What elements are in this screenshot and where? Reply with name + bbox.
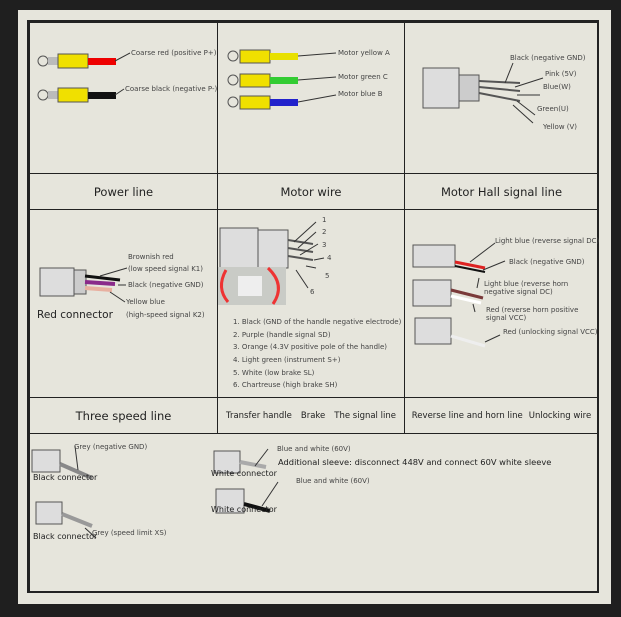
motor-wire-label: Motor wire — [217, 173, 405, 210]
wire-number-3: 3 — [322, 241, 327, 249]
motor-yellow-label: Motor yellow A — [338, 49, 390, 57]
wire-number-1: 1 — [322, 216, 327, 224]
reverse-black-label: Black (negative GND) — [509, 258, 585, 266]
hall-green-label: Green(U) — [537, 105, 569, 113]
wire-number-2: 2 — [322, 228, 327, 236]
motor-wire-diagram: Motor yellow A Motor green C Motor blue … — [217, 22, 405, 174]
horn-positive-label: Red (reverse horn positive signal VCC) — [486, 306, 579, 323]
handle-labels: Transfer handle Brake The signal line — [217, 397, 405, 434]
three-black-label: Black (negative GND) — [128, 281, 204, 289]
grey-gnd-label: Grey (negative GND) — [74, 443, 148, 451]
yellow-blue-label: Yellow blue — [126, 298, 165, 306]
high-speed-label: (high-speed signal K2) — [126, 311, 205, 319]
brake-label: Brake — [300, 410, 326, 421]
unlocking-wire-label: Unlocking wire — [528, 410, 592, 421]
black-connector-2-label: Black connector — [33, 532, 98, 541]
grey-speed-limit-label: Grey (speed limit XS) — [92, 529, 167, 537]
white-connector-label: White connector — [211, 469, 277, 478]
motor-terminals-drawing — [227, 49, 337, 110]
brownish-red-label: Brownish red — [128, 253, 174, 261]
red-connector-drawing — [39, 267, 128, 303]
coarse-red-label: Coarse red (positive P+) — [131, 49, 217, 57]
signal-line-label: The signal line — [334, 410, 396, 421]
hall-yellow-label: Yellow (V) — [543, 123, 578, 131]
hall-blue-label: Blue(W) — [543, 83, 571, 91]
wiring-sheet: Coarse red (positive P+) Coarse black (n… — [18, 10, 611, 604]
wiring-table: Coarse red (positive P+) Coarse black (n… — [27, 20, 599, 593]
sleeve-note: Additional sleeve: disconnect 448V and c… — [278, 457, 552, 467]
transfer-handle-label: Transfer handle — [226, 410, 292, 421]
handle-item-6: 6. Chartreuse (high brake SH) — [233, 381, 338, 389]
hall-connector-drawing — [422, 62, 544, 124]
handle-item-5: 5. White (low brake SL) — [233, 369, 315, 377]
hall-pink-label: Pink (5V) — [545, 70, 577, 78]
reverse-horn-diagram: Light blue (reverse signal DC) Black (ne… — [404, 209, 599, 398]
motor-green-label: Motor green C — [338, 73, 388, 81]
coarse-black-label: Coarse black (negative P-) — [125, 85, 218, 93]
motor-blue-label: Motor blue B — [338, 90, 383, 98]
power-line-label: Power line — [29, 173, 218, 210]
hall-signal-label: Motor Hall signal line — [404, 173, 599, 210]
reverse-connectors-drawing — [412, 242, 506, 348]
power-terminals-drawing — [37, 52, 131, 103]
handle-brake-diagram: 1 2 3 4 5 6 1. Black (GND of the handle … — [217, 209, 405, 398]
blue-white-label: Blue and white (60V) — [277, 445, 351, 453]
extra-connectors-panel: Grey (negative GND) Black connector Grey… — [29, 433, 599, 593]
hall-black-label: Black (negative GND) — [510, 54, 586, 62]
low-speed-label: (low speed signal K1) — [128, 265, 203, 273]
blue-white-2-label: Blue and white (60V) — [296, 477, 370, 485]
unlocking-red-label: Red (unlocking signal VCC) — [503, 328, 598, 336]
three-speed-diagram: Brownish red (low speed signal K1) Black… — [29, 209, 218, 398]
handle-item-4: 4. Light green (instrument S+) — [233, 356, 341, 364]
wire-number-4: 4 — [327, 254, 332, 262]
white-connector-2-label: White connector — [211, 505, 277, 514]
black-connector-label: Black connector — [33, 473, 98, 482]
handle-item-3: 3. Orange (4.3V positive pole of the han… — [233, 343, 388, 351]
reverse-lightblue-label: Light blue (reverse signal DC) — [495, 237, 600, 245]
handle-item-2: 2. Purple (handle signal SD) — [233, 331, 331, 339]
handle-item-1: 1. Black (GND of the handle negative ele… — [233, 318, 402, 326]
hall-signal-diagram: Black (negative GND) Pink (5V) Blue(W) G… — [404, 22, 599, 174]
reverse-labels: Reverse line and horn line Unlocking wir… — [404, 397, 599, 434]
horn-negative-label: Light blue (reverse horn negative signal… — [484, 280, 569, 297]
handle-connector-drawing — [218, 221, 325, 305]
wire-number-5: 5 — [325, 272, 330, 280]
red-connector-label: Red connector — [37, 309, 113, 321]
power-line-diagram: Coarse red (positive P+) Coarse black (n… — [29, 22, 218, 174]
wire-number-6: 6 — [310, 288, 315, 296]
extra-connectors-drawing — [31, 445, 279, 539]
three-speed-label: Three speed line — [29, 397, 218, 434]
reverse-horn-label: Reverse line and horn line — [411, 410, 523, 421]
